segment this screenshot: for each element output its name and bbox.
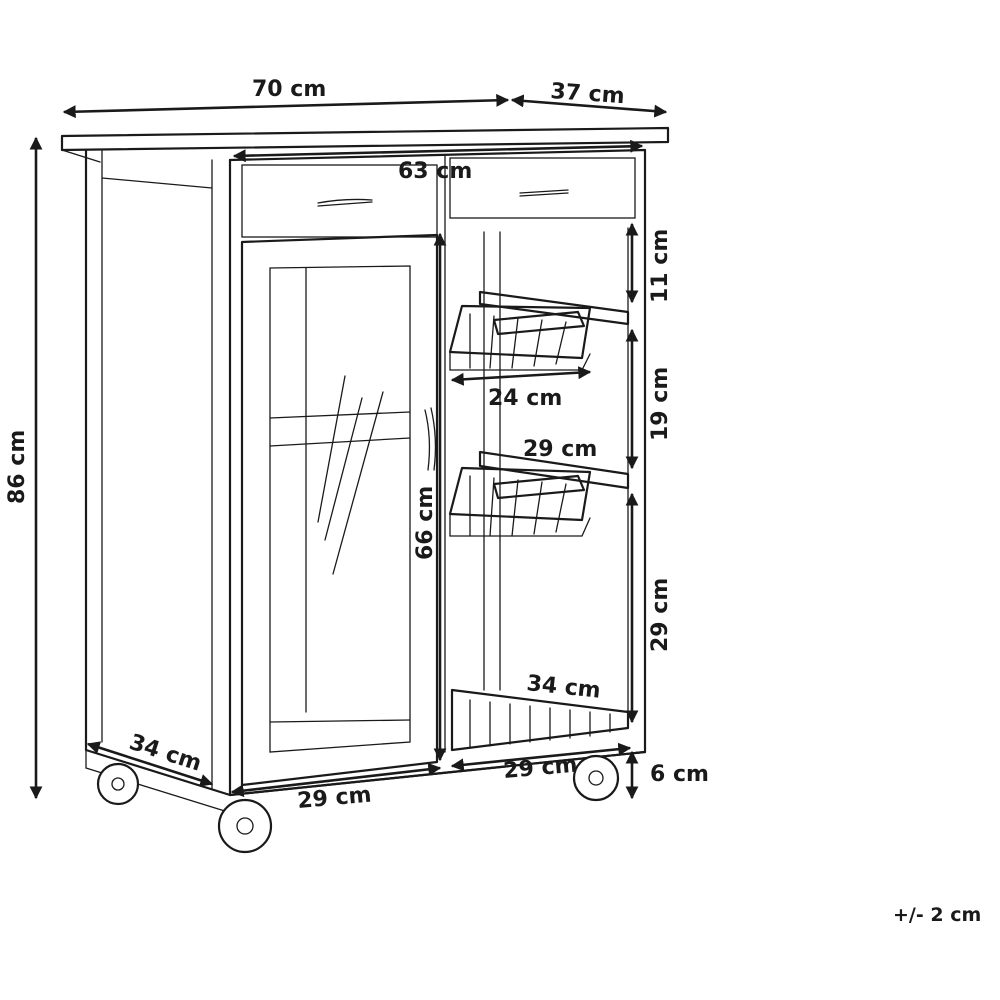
slatted-shelf [450, 688, 630, 752]
tolerance-note: +/- 2 cm [893, 904, 981, 926]
upper-basket-handle [492, 310, 586, 336]
dimension-labels: 70 cm 37 cm 63 cm 86 cm 11 cm 19 cm 29 c… [5, 77, 981, 926]
label-drawer-height: 11 cm [648, 229, 673, 303]
label-shelf-depth: 34 cm [525, 671, 601, 704]
label-top-width: 70 cm [252, 77, 326, 102]
label-top-depth: 37 cm [550, 79, 626, 109]
worktop [60, 126, 670, 152]
left-drawer [241, 164, 438, 238]
right-drawer [449, 157, 636, 219]
door-handle [424, 409, 431, 471]
label-total-height: 86 cm [5, 430, 30, 504]
left-drawer-handle [317, 201, 373, 207]
left-side-panel [84, 148, 232, 797]
dimension-lines [29, 93, 668, 800]
label-lower-space: 29 cm [648, 578, 673, 652]
right-drawer-handle [519, 189, 569, 194]
lower-basket-handle [492, 474, 586, 500]
upper-basket [448, 290, 630, 371]
label-basket-width: 24 cm [488, 386, 562, 411]
glass-door [240, 233, 439, 787]
label-cabinet-depth: 29 cm [296, 783, 372, 814]
label-basket-depth: 29 cm [523, 437, 597, 462]
door-glass-pane [269, 265, 411, 753]
caster-front-right [572, 754, 620, 802]
label-inner-width: 63 cm [398, 159, 472, 184]
label-wheel-height: 6 cm [650, 762, 709, 787]
caster-front-left [217, 798, 273, 854]
lower-basket [448, 450, 630, 537]
caster-back-left [96, 762, 140, 806]
label-basket-gap: 19 cm [648, 367, 673, 441]
label-door-height: 66 cm [413, 486, 438, 560]
label-open-depth: 29 cm [502, 753, 578, 784]
